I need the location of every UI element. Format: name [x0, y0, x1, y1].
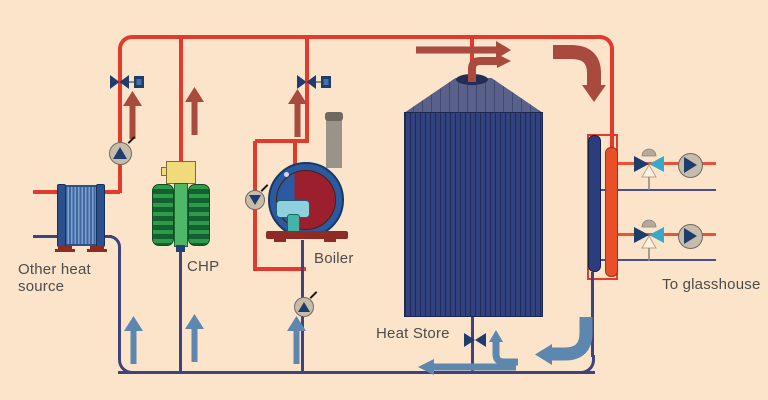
manifold-riser-pipe: [610, 49, 614, 150]
boiler-rivet: [284, 172, 289, 177]
boiler-chimney: [326, 118, 342, 168]
heat-exchanger-plates: [64, 185, 98, 246]
boiler-shunt-pipe-horizontal: [253, 267, 306, 271]
return-main-pipe: [118, 371, 595, 374]
boiler-leg-right: [324, 238, 336, 242]
glasshouse-return-pipe-2: [601, 259, 716, 261]
heat-exchanger-foot-left-base: [55, 249, 75, 252]
shutoff-valve-icon: [297, 75, 331, 89]
heat-exchanger-foot-right: [90, 246, 104, 249]
manifold-hot-header: [605, 147, 618, 277]
other-heat-source-label-line2: source: [18, 278, 65, 295]
cool-flow-up-arrow-icon: [185, 314, 204, 362]
hx-hot-outlet-pipe: [100, 190, 120, 194]
glasshouse-circuit-pump-icon: [678, 153, 703, 178]
pump-impeller-icon: [113, 147, 127, 159]
return-main-right-corner: [579, 355, 595, 374]
to-glasshouse-label: To glasshouse: [662, 276, 761, 293]
hx-return-corner: [109, 235, 121, 251]
other-heat-source-label-line1: Other heat: [18, 261, 91, 278]
manifold-cold-header: [588, 135, 601, 272]
glasshouse-supply-pipe-1: [617, 162, 716, 165]
three-way-mixing-valve-icon: [634, 148, 664, 190]
shutoff-valve-icon: [110, 75, 144, 89]
hx-hot-inlet-stub: [33, 190, 61, 194]
heat-exchanger-foot-right-base: [87, 249, 107, 252]
chp-bottom-fitting: [176, 245, 185, 252]
pump-needle-icon: [309, 291, 318, 299]
boiler-leg-left: [274, 238, 286, 242]
chp-coil-left: [152, 184, 174, 246]
hot-flow-elbow-arrow-icon: [468, 54, 511, 82]
heat-exchanger-foot-left: [58, 246, 72, 249]
glasshouse-supply-pipe-2: [617, 233, 716, 236]
chp-core-column: [174, 183, 188, 247]
supply-header-pipe: [118, 35, 614, 51]
manifold-return-pipe: [591, 272, 594, 357]
heat-exchanger-end-plate-right: [96, 184, 105, 247]
boiler-header-pipe: [255, 139, 309, 143]
hx-cold-inlet-stub: [33, 235, 61, 238]
hot-flow-right-arrow-icon: [416, 41, 511, 59]
cool-flow-up-arrow-icon: [287, 316, 306, 364]
return-main-left-corner: [118, 355, 134, 374]
chp-label: CHP: [187, 258, 220, 275]
chp-supply-riser-pipe: [179, 39, 183, 163]
hx-cold-outlet-pipe: [100, 235, 112, 238]
chp-return-pipe: [179, 249, 182, 371]
heat-store-bottom-pipe: [471, 317, 474, 371]
heat-exchanger-end-plate-left: [57, 184, 66, 247]
other-heat-source-pump-icon: [109, 142, 132, 165]
heat-store-label: Heat Store: [376, 325, 450, 342]
chp-generator-box: [166, 161, 196, 184]
other-heat-source-riser-pipe: [118, 49, 122, 193]
cool-flow-elbow-up-arrow-icon: [489, 330, 518, 366]
cool-flow-curved-left-arrow-icon: [535, 317, 593, 365]
heat-store-tank: [404, 112, 543, 317]
boiler-label: Boiler: [314, 250, 354, 267]
cool-flow-up-arrow-icon: [124, 316, 143, 364]
hot-flow-up-arrow-icon: [185, 87, 204, 135]
cool-flow-left-arrow-icon: [418, 359, 516, 375]
pump-needle-icon: [260, 184, 269, 192]
pump-impeller-icon: [298, 302, 310, 312]
boiler-feed-pipe: [293, 141, 297, 165]
glasshouse-return-pipe-1: [601, 189, 716, 191]
pump-impeller-icon: [684, 228, 697, 244]
heat-store-valve-icon: [464, 333, 486, 347]
pump-impeller-icon: [684, 157, 697, 173]
glasshouse-circuit-pump-icon: [678, 224, 703, 249]
other-heat-source-label: Other heat source: [18, 261, 91, 295]
hx-return-down-pipe: [118, 248, 121, 356]
pump-impeller-icon: [249, 194, 261, 205]
boiler-shunt-pump-icon: [245, 190, 265, 210]
hot-flow-up-arrow-icon: [288, 89, 307, 137]
boiler-supply-riser-pipe: [305, 39, 309, 142]
chp-coil-right: [188, 184, 210, 246]
chp-generator-tab: [161, 167, 167, 176]
boiler-return-pump-icon: [294, 297, 314, 317]
hot-flow-up-arrow-icon: [123, 91, 142, 139]
boiler-base: [266, 231, 348, 239]
three-way-mixing-valve-icon: [634, 219, 664, 261]
boiler-chimney-cap: [325, 112, 343, 121]
hot-flow-curved-down-arrow-icon: [553, 45, 606, 102]
